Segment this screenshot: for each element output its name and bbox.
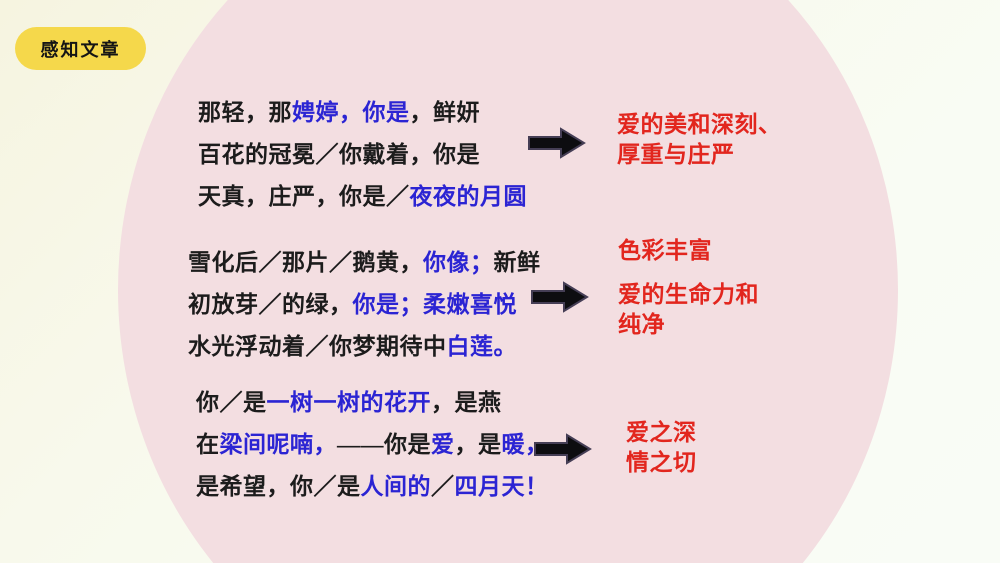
annotation-line: 爱的生命力和 <box>618 282 759 307</box>
poem-text-segment: 天真，庄严，你是／ <box>198 184 410 209</box>
poem-text-segment: 夜夜的月圆 <box>409 184 527 209</box>
poem-text-segment: 新鲜 <box>493 250 541 275</box>
poem-stanza-1: 那轻，那娉婷，你是，鲜妍 百花的冠冕／你戴着，你是 天真，庄严，你是／夜夜的月圆 <box>198 92 527 218</box>
section-title-label: 感知文章 <box>40 39 121 60</box>
poem-text-segment: ，是 <box>454 432 502 457</box>
poem-text-segment: 你／是 <box>196 390 267 415</box>
poem-line: 水光浮动着／你梦期待中白莲。 <box>188 326 541 368</box>
annotation-love-vitality-purity: 爱的生命力和纯净 <box>618 280 759 340</box>
poem-text-segment: 你像； <box>423 250 494 275</box>
poem-text-segment: ，是燕 <box>431 390 502 415</box>
poem-text-segment: 百花的冠冕／你戴着，你是 <box>198 142 480 167</box>
poem-line: 你／是一树一树的花开，是燕 <box>196 382 549 424</box>
poem-text-segment: 在 <box>196 432 220 457</box>
poem-text-segment: 那轻，那 <box>198 100 292 125</box>
right-arrow-icon <box>528 127 586 159</box>
annotation-line: 纯净 <box>618 312 665 337</box>
poem-text-segment: 人间的 <box>360 474 431 499</box>
poem-stanza-2: 雪化后／那片／鹅黄，你像；新鲜 初放芽／的绿，你是；柔嫩喜悦 水光浮动着／你梦期… <box>188 242 541 368</box>
poem-line: 雪化后／那片／鹅黄，你像；新鲜 <box>188 242 541 284</box>
poem-line: 是希望，你／是人间的／四月天！ <box>196 466 549 508</box>
annotation-line: 厚重与庄严 <box>617 142 735 167</box>
poem-text-segment: 你是；柔嫩喜悦 <box>352 292 517 317</box>
poem-text-segment: ——你是 <box>337 432 431 457</box>
annotation-line: 爱之深 <box>626 420 697 445</box>
poem-text-segment: 水光浮动着／你梦期待中 <box>188 334 447 359</box>
annotation-line: 情之切 <box>626 450 697 475</box>
poem-text-segment: 梁间呢喃， <box>219 432 337 457</box>
section-title-badge: 感知文章 <box>15 27 146 70</box>
poem-text-segment: 初放芽／的绿， <box>188 292 353 317</box>
right-arrow-icon <box>534 433 592 465</box>
poem-text-segment: 白莲。 <box>446 334 517 359</box>
poem-line: 初放芽／的绿，你是；柔嫩喜悦 <box>188 284 541 326</box>
right-arrow-icon <box>531 281 589 313</box>
poem-text-segment: 是希望，你／是 <box>196 474 361 499</box>
annotation-colorful: 色彩丰富 <box>618 238 712 263</box>
poem-text-segment: 娉婷，你是 <box>292 100 410 125</box>
annotation-deep-love-deep-feeling: 爱之深情之切 <box>626 418 697 478</box>
poem-text-segment: 四月天！ <box>454 474 549 499</box>
poem-text-segment: ／ <box>431 474 455 499</box>
annotation-line: 爱的美和深刻、 <box>617 112 782 137</box>
poem-stanza-3: 你／是一树一树的花开，是燕 在梁间呢喃，——你是爱，是暖， 是希望，你／是人间的… <box>196 382 549 508</box>
poem-text-segment: 爱 <box>431 432 455 457</box>
pink-ellipse-background <box>118 0 898 563</box>
poem-line: 那轻，那娉婷，你是，鲜妍 <box>198 92 527 134</box>
poem-text-segment: ，鲜妍 <box>409 100 480 125</box>
poem-text-segment: 雪化后／那片／鹅黄， <box>188 250 423 275</box>
poem-line: 在梁间呢喃，——你是爱，是暖， <box>196 424 549 466</box>
annotation-love-beauty-depth: 爱的美和深刻、厚重与庄严 <box>617 110 782 170</box>
poem-line: 百花的冠冕／你戴着，你是 <box>198 134 527 176</box>
poem-text-segment: 一树一树的花开 <box>266 390 431 415</box>
poem-line: 天真，庄严，你是／夜夜的月圆 <box>198 176 527 218</box>
